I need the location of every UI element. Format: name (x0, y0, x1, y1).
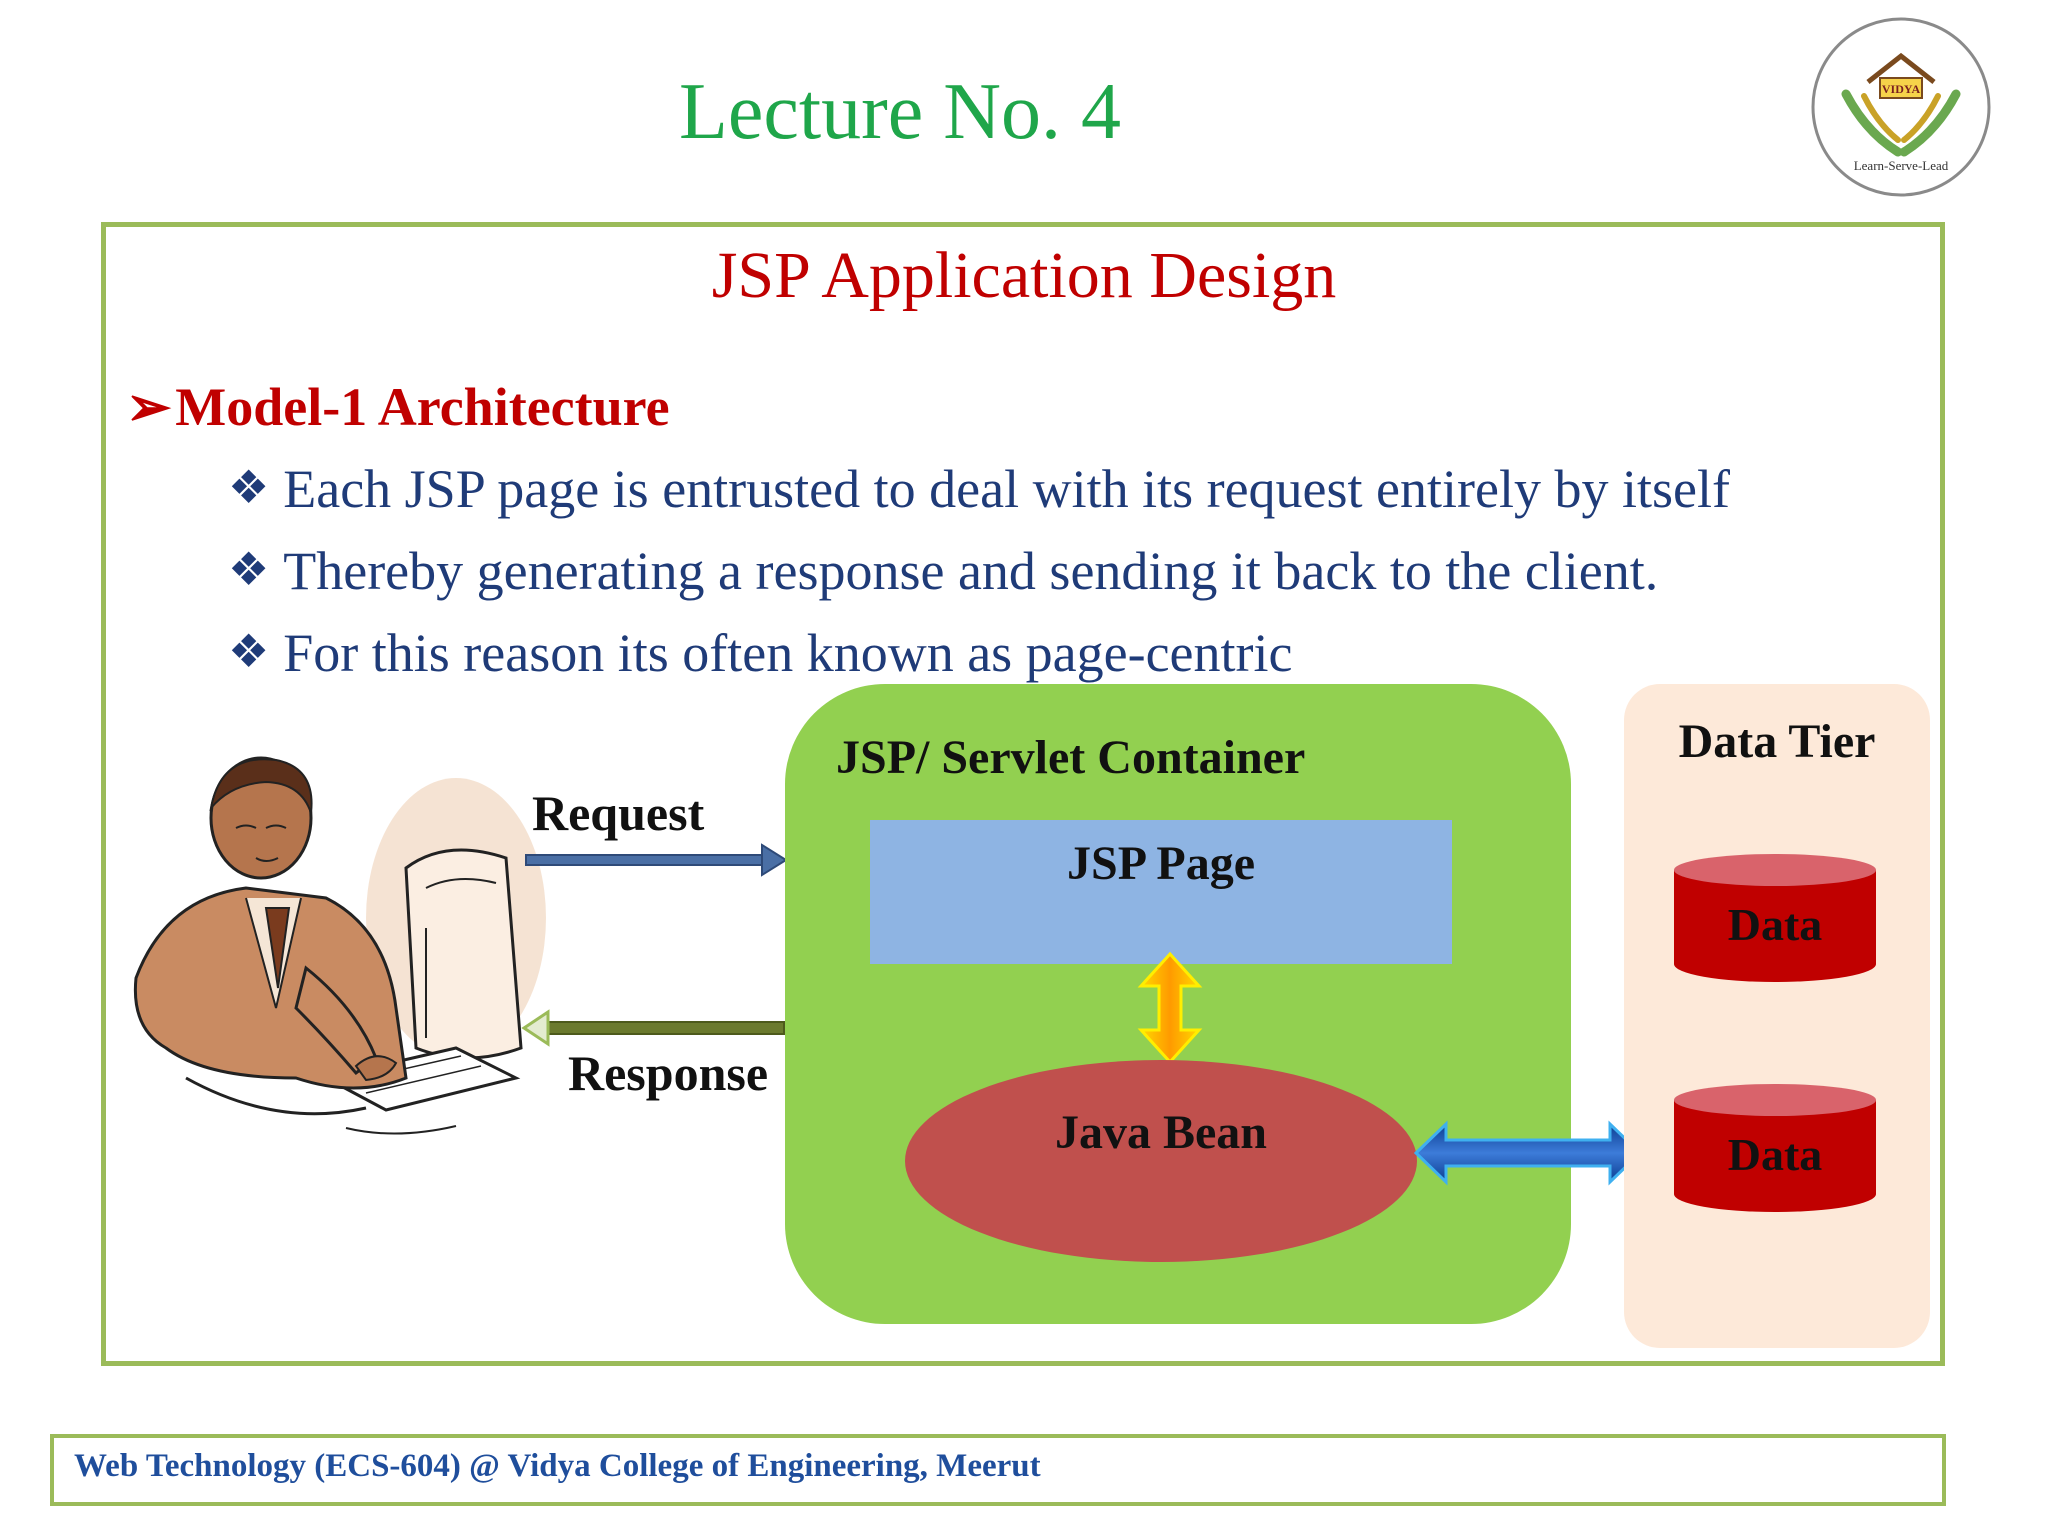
jsp-bean-double-arrow (1137, 951, 1203, 1065)
client-user-illustration (133, 756, 546, 1135)
slide-title: JSP Application Design (711, 239, 1337, 312)
data-store-cylinder (1674, 854, 1876, 982)
data-store-label: Data (1727, 1129, 1823, 1180)
data-tier-box (1624, 684, 1930, 1348)
java-bean-ellipse (905, 1060, 1417, 1262)
diamond-bullet-icon: ❖ (228, 544, 270, 595)
footer-frame (50, 1434, 1946, 1506)
footer-text: Web Technology (ECS-604) @ Vidya College… (74, 1448, 1041, 1484)
container-label: JSP/ Servlet Container (836, 731, 1306, 784)
svg-text:VIDYA: VIDYA (1882, 82, 1921, 96)
jsp-page-box (870, 820, 1452, 964)
arrow-bullet-icon: ➢ (126, 377, 172, 437)
jsp-page-label: JSP Page (1067, 837, 1255, 890)
data-store-label: Data (1727, 899, 1823, 950)
request-arrow (525, 843, 788, 877)
lecture-title: Lecture No. 4 (678, 68, 1122, 156)
diamond-bullet-icon: ❖ (228, 462, 270, 513)
java-bean-label: Java Bean (1054, 1106, 1267, 1159)
vidya-logo: VIDYA Learn-Serve-Lead (1811, 17, 1991, 197)
data-store-cylinder (1674, 1084, 1876, 1212)
bullet-item: ❖ For this reason its often known as page… (228, 623, 1293, 683)
bullet-text: Thereby generating a response and sendin… (283, 541, 1659, 601)
bullet-item: ❖ Each JSP page is entrusted to deal with… (228, 459, 1730, 519)
bullet-text: Each JSP page is entrusted to deal with … (283, 459, 1730, 519)
slide-frame (101, 222, 1945, 1366)
response-arrow (521, 1009, 785, 1047)
section-heading: ➢Model-1 Architecture (126, 377, 670, 437)
section-heading-text: Model-1 Architecture (175, 377, 670, 437)
response-label: Response (568, 1045, 769, 1101)
diamond-bullet-icon: ❖ (228, 626, 270, 677)
bullet-text: For this reason its often known as page-… (283, 623, 1293, 683)
request-label: Request (532, 785, 705, 841)
data-tier-label: Data Tier (1678, 715, 1876, 768)
bean-data-double-arrow (1413, 1120, 1643, 1186)
svg-text:Learn-Serve-Lead: Learn-Serve-Lead (1854, 158, 1949, 173)
bullet-item: ❖ Thereby generating a response and sendi… (228, 541, 1659, 601)
